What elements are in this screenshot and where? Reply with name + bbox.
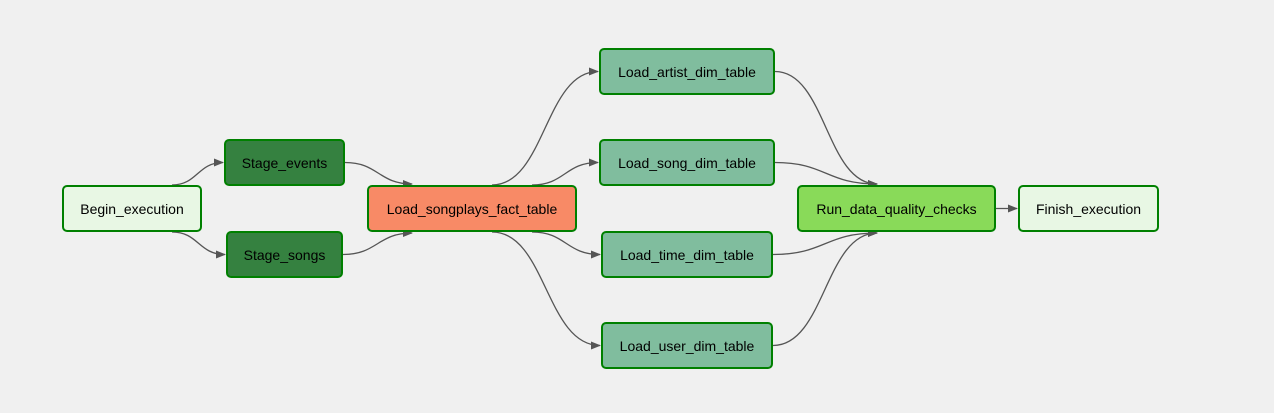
task-node-load-songplays-fact-table[interactable]: Load_songplays_fact_table: [367, 185, 577, 232]
task-label: Load_song_dim_table: [618, 154, 756, 171]
task-label: Stage_songs: [243, 246, 326, 263]
task-label: Load_user_dim_table: [619, 337, 755, 354]
task-label: Load_artist_dim_table: [618, 63, 756, 80]
task-node-begin-execution[interactable]: Begin_execution: [62, 185, 202, 232]
task-label: Load_songplays_fact_table: [386, 200, 558, 217]
edge-load-songplays-fact-table-to-load-song-dim-table: [531, 158, 599, 186]
edge-begin-execution-to-stage-events: [171, 158, 224, 186]
task-node-load-user-dim-table[interactable]: Load_user_dim_table: [601, 322, 773, 369]
task-node-finish-execution[interactable]: Finish_execution: [1018, 185, 1159, 232]
edge-load-songplays-fact-table-to-load-user-dim-table: [491, 231, 601, 350]
task-label: Load_time_dim_table: [620, 246, 754, 263]
task-node-load-artist-dim-table[interactable]: Load_artist_dim_table: [599, 48, 775, 95]
edge-stage-events-to-load-songplays-fact-table: [344, 161, 413, 188]
edge-load-songplays-fact-table-to-load-artist-dim-table: [491, 67, 599, 186]
task-label: Finish_execution: [1035, 200, 1142, 217]
task-label: Run_data_quality_checks: [816, 200, 977, 217]
edge-load-time-dim-table-to-run-data-quality-checks: [772, 229, 878, 256]
task-node-load-time-dim-table[interactable]: Load_time_dim_table: [601, 231, 773, 278]
edge-stage-songs-to-load-songplays-fact-table: [342, 229, 413, 256]
edge-load-song-dim-table-to-run-data-quality-checks: [774, 161, 878, 188]
edge-load-user-dim-table-to-run-data-quality-checks: [772, 229, 878, 347]
task-label: Stage_events: [241, 154, 328, 171]
task-node-stage-events[interactable]: Stage_events: [224, 139, 345, 186]
edge-load-songplays-fact-table-to-load-time-dim-table: [531, 231, 601, 259]
task-node-load-song-dim-table[interactable]: Load_song_dim_table: [599, 139, 775, 186]
task-label: Begin_execution: [80, 200, 184, 217]
edge-begin-execution-to-stage-songs: [171, 231, 226, 259]
task-node-stage-songs[interactable]: Stage_songs: [226, 231, 343, 278]
task-node-run-data-quality-checks[interactable]: Run_data_quality_checks: [797, 185, 996, 232]
edge-load-artist-dim-table-to-run-data-quality-checks: [774, 70, 878, 188]
